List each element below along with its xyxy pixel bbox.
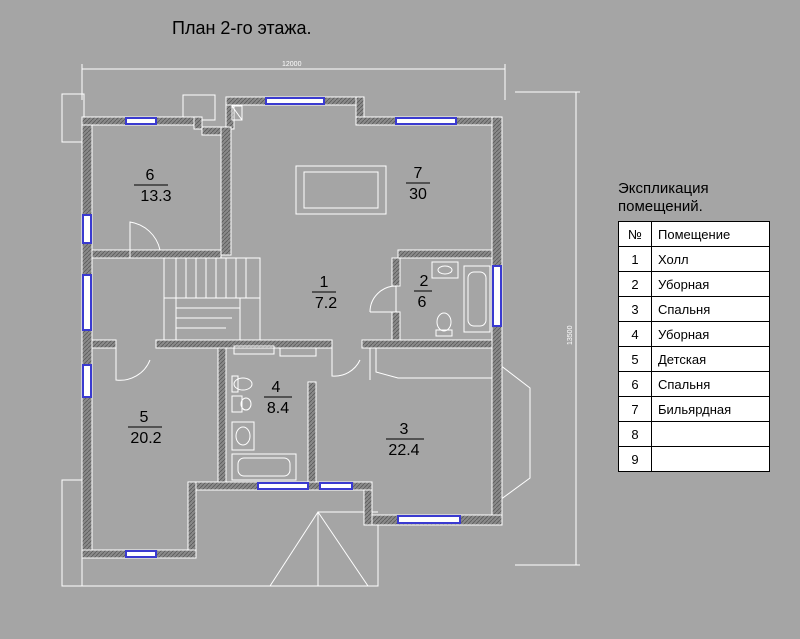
svg-text:3: 3 (400, 421, 409, 438)
row-num: 4 (618, 321, 652, 347)
row-num: 1 (618, 246, 652, 272)
staircase (163, 257, 261, 341)
explication-title: Экспликация помещений. (618, 180, 709, 216)
row-name: Уборная (651, 271, 770, 297)
table-row: 9 (618, 446, 770, 472)
row-num: 7 (618, 396, 652, 422)
svg-text:2: 2 (420, 273, 429, 290)
outside-outline (61, 93, 531, 587)
row-name: Спальня (651, 296, 770, 322)
row-name: Спальня (651, 371, 770, 397)
dimension-width-label: 12000 (282, 61, 302, 68)
explication-title-line2: помещений. (618, 198, 703, 215)
row-num: 5 (618, 346, 652, 372)
row-name: Детская (651, 346, 770, 372)
room-1-label: 1 7.2 (312, 274, 337, 312)
table-row: 8 (618, 421, 770, 447)
row-num: 9 (618, 446, 652, 472)
row-name: Холл (651, 246, 770, 272)
room-2-label: 2 6 (414, 273, 432, 311)
svg-text:6: 6 (146, 167, 155, 184)
room-4-label: 4 8.4 (264, 379, 292, 417)
svg-text:13.3: 13.3 (140, 188, 171, 205)
svg-text:1: 1 (320, 274, 329, 291)
svg-text:20.2: 20.2 (130, 430, 161, 447)
dimension-width (81, 64, 506, 100)
header-num: № (618, 221, 652, 247)
svg-text:22.4: 22.4 (388, 442, 419, 459)
explication-header: № Помещение (618, 221, 770, 247)
svg-text:6: 6 (418, 294, 427, 311)
svg-text:8.4: 8.4 (267, 400, 289, 417)
billiard-table-icon (295, 165, 387, 215)
svg-text:5: 5 (140, 409, 149, 426)
row-name (651, 421, 770, 447)
header-name: Помещение (651, 221, 770, 247)
room-3-label: 3 22.4 (386, 421, 424, 459)
room-6-label: 6 13.3 (134, 167, 172, 205)
doors (115, 221, 397, 381)
svg-text:30: 30 (409, 186, 427, 203)
row-num: 3 (618, 296, 652, 322)
row-name: Уборная (651, 321, 770, 347)
svg-text:7: 7 (414, 165, 423, 182)
row-num: 6 (618, 371, 652, 397)
room-3-closet (375, 348, 492, 379)
row-num: 8 (618, 421, 652, 447)
dimension-height (515, 91, 580, 566)
svg-text:4: 4 (272, 379, 281, 396)
windows (82, 97, 502, 558)
plan-title: План 2-го этажа. (172, 18, 312, 38)
room-7-label: 7 30 (406, 165, 430, 203)
row-name (651, 446, 770, 472)
room-5-label: 5 20.2 (128, 409, 162, 447)
svg-text:7.2: 7.2 (315, 295, 337, 312)
bathroom-2-fixtures (431, 261, 491, 337)
ventilation-shaft-icon (231, 105, 243, 121)
room-labels: 1 7.2 2 6 3 22.4 4 8.4 5 20.2 6 13.3 (128, 165, 432, 459)
row-name: Бильярдная (651, 396, 770, 422)
bathroom-4-fixtures (231, 345, 317, 481)
explication-title-line1: Экспликация (618, 180, 709, 197)
dimension-height-label: 13500 (567, 325, 574, 345)
row-num: 2 (618, 271, 652, 297)
